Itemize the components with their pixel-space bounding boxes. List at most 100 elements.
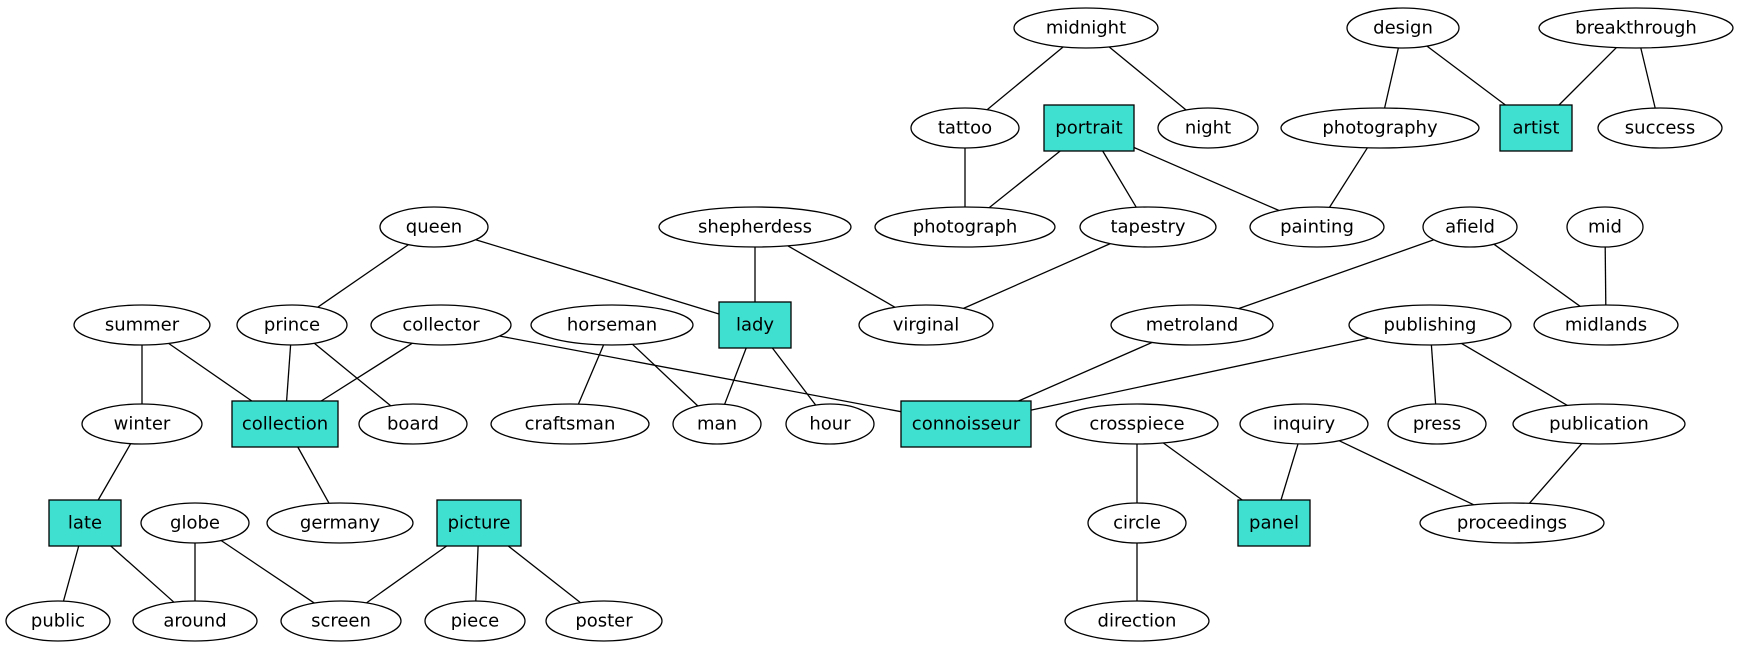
- node-afield: afield: [1422, 206, 1518, 248]
- node-ellipse: [1064, 600, 1210, 642]
- edge-late-public: [62, 545, 80, 602]
- edge-design-artist: [1426, 45, 1506, 106]
- node-ellipse: [545, 600, 663, 642]
- node-publishing: publishing: [1348, 304, 1512, 346]
- node-label: lady: [736, 315, 774, 336]
- node-ellipse: [1348, 304, 1512, 346]
- edge-shepherdess-virginal: [787, 245, 896, 308]
- node-label: board: [387, 414, 439, 435]
- node-direction: direction: [1064, 600, 1210, 642]
- node-night: night: [1157, 107, 1259, 149]
- node-box: [436, 499, 522, 547]
- node-ellipse: [658, 206, 852, 248]
- edge-lady-hour: [771, 347, 817, 406]
- node-label: hour: [809, 414, 851, 435]
- node-label: proceedings: [1457, 513, 1567, 534]
- edge-publication-proceedings: [1528, 443, 1583, 504]
- node-label: queen: [406, 217, 462, 238]
- node-label: painting: [1280, 217, 1354, 238]
- node-midlands: midlands: [1533, 304, 1679, 346]
- edge-publishing-connoisseur: [1030, 337, 1369, 411]
- node-label: publishing: [1384, 315, 1477, 336]
- edge-midnight-tattoo: [986, 46, 1064, 111]
- node-label: photography: [1322, 118, 1438, 139]
- edge-winter-late: [97, 443, 132, 501]
- node-publication: publication: [1512, 403, 1686, 445]
- node-photography: photography: [1280, 107, 1480, 149]
- node-label: artist: [1513, 118, 1560, 139]
- node-collection: collection: [231, 400, 339, 448]
- node-box: [1499, 104, 1573, 152]
- edge-prince-collection: [285, 344, 292, 402]
- edge-lady-man: [723, 347, 747, 405]
- node-label: midnight: [1046, 18, 1126, 39]
- node-ellipse: [1013, 7, 1159, 49]
- node-label: virginal: [893, 315, 960, 336]
- node-label: collector: [402, 315, 480, 336]
- node-label: press: [1413, 414, 1461, 435]
- edge-mid-midlands: [1604, 246, 1607, 306]
- node-ellipse: [140, 502, 250, 544]
- node-horseman: horseman: [530, 304, 694, 346]
- node-tapestry: tapestry: [1079, 206, 1217, 248]
- node-late: late: [48, 499, 122, 547]
- node-virginal: virginal: [858, 304, 994, 346]
- node-tattoo: tattoo: [910, 107, 1020, 149]
- node-label: afield: [1445, 217, 1495, 238]
- edge-collector-collection: [320, 342, 413, 402]
- node-ellipse: [358, 403, 468, 445]
- node-label: tattoo: [938, 118, 992, 139]
- edge-horseman-craftsman: [577, 344, 605, 405]
- edge-late-around: [110, 545, 175, 603]
- node-ellipse: [73, 304, 211, 346]
- node-portrait: portrait: [1043, 104, 1135, 152]
- node-success: success: [1597, 107, 1723, 149]
- edge-globe-screen: [220, 539, 315, 604]
- node-label: mid: [1588, 217, 1622, 238]
- edge-publishing-publication: [1461, 342, 1568, 406]
- edge-tapestry-virginal: [963, 243, 1111, 309]
- node-ellipse: [424, 600, 526, 642]
- node-label: man: [697, 414, 737, 435]
- node-ellipse: [266, 502, 414, 544]
- node-label: design: [1373, 18, 1433, 39]
- node-label: late: [68, 513, 102, 534]
- node-label: craftsman: [525, 414, 616, 435]
- edge-afield-midlands: [1493, 243, 1581, 307]
- node-label: screen: [311, 611, 371, 632]
- node-ellipse: [672, 403, 762, 445]
- node-shepherdess: shepherdess: [658, 206, 852, 248]
- node-ellipse: [5, 600, 111, 642]
- node-label: panel: [1249, 513, 1299, 534]
- node-label: metroland: [1146, 315, 1239, 336]
- node-metroland: metroland: [1110, 304, 1274, 346]
- node-poster: poster: [545, 600, 663, 642]
- node-box: [231, 400, 339, 448]
- node-germany: germany: [266, 502, 414, 544]
- edge-photography-painting: [1328, 147, 1368, 208]
- edge-breakthrough-artist: [1558, 47, 1617, 106]
- node-ellipse: [1419, 502, 1605, 544]
- node-ellipse: [379, 206, 489, 248]
- node-craftsman: craftsman: [490, 403, 650, 445]
- node-label: prince: [264, 315, 320, 336]
- node-piece: piece: [424, 600, 526, 642]
- node-ellipse: [1566, 206, 1644, 248]
- edge-metroland-connoisseur: [1018, 341, 1153, 402]
- edge-portrait-painting: [1133, 146, 1280, 212]
- node-ellipse: [1597, 107, 1723, 149]
- node-ellipse: [280, 600, 402, 642]
- node-label: publication: [1549, 414, 1649, 435]
- node-label: summer: [105, 315, 180, 336]
- node-ellipse: [1055, 403, 1219, 445]
- node-ellipse: [858, 304, 994, 346]
- node-ellipse: [785, 403, 875, 445]
- edge-inquiry-panel: [1280, 443, 1299, 501]
- node-connoisseur: connoisseur: [900, 400, 1032, 448]
- node-midnight: midnight: [1013, 7, 1159, 49]
- node-ellipse: [874, 206, 1056, 248]
- node-label: collection: [242, 414, 328, 435]
- node-label: piece: [451, 611, 499, 632]
- node-screen: screen: [280, 600, 402, 642]
